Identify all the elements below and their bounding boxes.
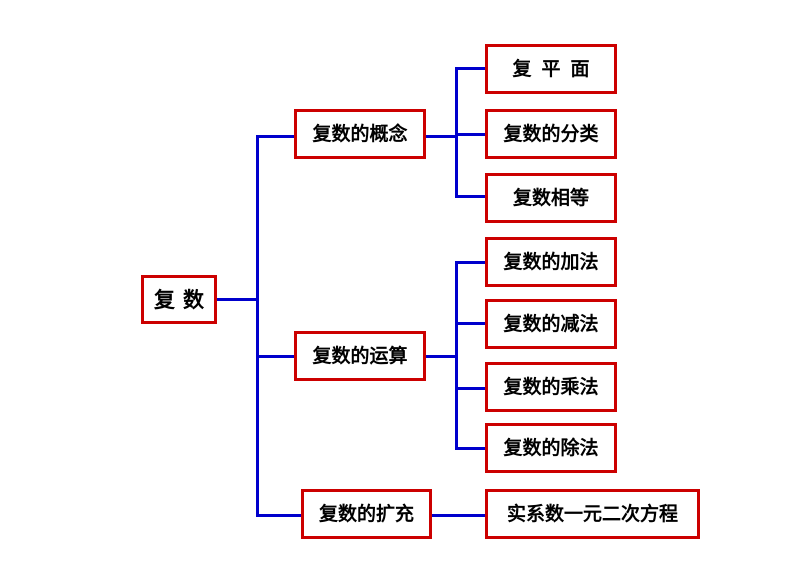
connector-b2-c1 — [455, 261, 487, 264]
connector-branch-2-h — [256, 355, 296, 358]
leaf-node-division: 复数的除法 — [485, 423, 617, 473]
leaf-node-subtraction: 复数的减法 — [485, 299, 617, 349]
branch-node-concept: 复数的概念 — [294, 109, 426, 159]
connector-b2-c3 — [455, 387, 487, 390]
connector-b2-trunk — [455, 261, 458, 450]
connector-b1-c2 — [455, 133, 487, 136]
connector-b3-c1 — [430, 514, 487, 517]
connector-b2-out — [424, 355, 458, 358]
leaf-node-classification: 复数的分类 — [485, 109, 617, 159]
connector-root-trunk — [256, 135, 259, 517]
branch-node-operations: 复数的运算 — [294, 331, 426, 381]
connector-b1-out — [424, 135, 458, 138]
root-node: 复数 — [141, 275, 217, 324]
connector-branch-3-h — [256, 514, 303, 517]
connector-b1-c1 — [455, 67, 487, 70]
leaf-node-quadratic-equation: 实系数一元二次方程 — [485, 489, 700, 539]
connector-root-h — [216, 298, 258, 301]
connector-b1-trunk — [455, 67, 458, 198]
connector-b1-c3 — [455, 195, 487, 198]
leaf-node-addition: 复数的加法 — [485, 237, 617, 287]
leaf-node-equality: 复数相等 — [485, 173, 617, 223]
leaf-node-complex-plane: 复平面 — [485, 44, 617, 94]
connector-b2-c4 — [455, 447, 487, 450]
branch-node-extension: 复数的扩充 — [301, 489, 432, 539]
connector-b2-c2 — [455, 322, 487, 325]
connector-branch-1-h — [256, 135, 296, 138]
leaf-node-multiplication: 复数的乘法 — [485, 362, 617, 412]
